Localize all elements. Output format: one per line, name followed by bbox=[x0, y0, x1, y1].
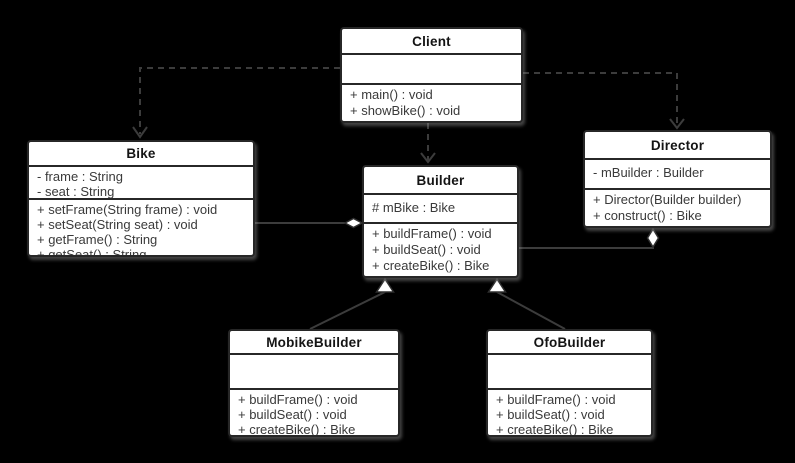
class-builder: Builder # mBike : Bike + buildFrame() : … bbox=[362, 165, 519, 278]
class-title: Director bbox=[585, 132, 770, 160]
class-client: Client + main() : void+ showBike() : voi… bbox=[340, 27, 523, 123]
open-arrow-icon bbox=[132, 126, 148, 139]
member: + getSeat() : String bbox=[37, 247, 147, 257]
open-arrow-icon bbox=[669, 118, 685, 130]
member: # mBike : Bike bbox=[372, 200, 456, 215]
hollow-diamond-icon bbox=[343, 217, 364, 229]
class-attributes: # mBike : Bike bbox=[364, 195, 517, 224]
class-attributes bbox=[230, 355, 398, 390]
member: + buildFrame() : void bbox=[372, 226, 492, 241]
hollow-diamond-icon bbox=[646, 227, 660, 249]
class-attributes bbox=[488, 355, 651, 390]
class-title: Client bbox=[342, 29, 521, 55]
class-methods: + Director(Builder builder)+ construct()… bbox=[585, 190, 770, 224]
class-methods: + buildFrame() : void+ buildSeat() : voi… bbox=[364, 224, 517, 274]
member: + showBike() : void bbox=[350, 103, 461, 118]
class-methods: + setFrame(String frame) : void+ setSeat… bbox=[29, 200, 253, 257]
class-attributes bbox=[342, 55, 521, 85]
class-methods: + main() : void+ showBike() : void bbox=[342, 85, 521, 119]
member: + createBike() : Bike bbox=[496, 422, 614, 437]
open-arrow-icon bbox=[420, 152, 436, 164]
member: + buildFrame() : void bbox=[238, 392, 358, 407]
class-methods: + buildFrame() : void+ buildSeat() : voi… bbox=[230, 390, 398, 437]
member: + createBike() : Bike bbox=[238, 422, 356, 437]
class-title: MobikeBuilder bbox=[230, 331, 398, 355]
hollow-triangle-icon bbox=[375, 277, 395, 293]
class-title: Builder bbox=[364, 167, 517, 195]
member: + buildFrame() : void bbox=[496, 392, 616, 407]
member: + buildSeat() : void bbox=[372, 242, 481, 257]
member: + construct() : Bike bbox=[593, 208, 702, 223]
member: - frame : String bbox=[37, 169, 123, 184]
class-ofobuilder: OfoBuilder + buildFrame() : void+ buildS… bbox=[486, 329, 653, 437]
member: + Director(Builder builder) bbox=[593, 192, 742, 207]
member: + createBike() : Bike bbox=[372, 258, 490, 273]
hollow-triangle-icon bbox=[487, 277, 507, 293]
member: + getFrame() : String bbox=[37, 232, 158, 247]
aggregation-builder-director-line bbox=[519, 247, 654, 249]
class-title: Bike bbox=[29, 142, 253, 167]
member: + buildSeat() : void bbox=[496, 407, 605, 422]
class-attributes: - frame : String- seat : String bbox=[29, 167, 253, 200]
class-director: Director - mBuilder : Builder + Director… bbox=[583, 130, 772, 228]
class-mobikebuilder: MobikeBuilder + buildFrame() : void+ bui… bbox=[228, 329, 400, 437]
member: - mBuilder : Builder bbox=[593, 165, 704, 180]
member: + setSeat(String seat) : void bbox=[37, 217, 198, 232]
class-attributes: - mBuilder : Builder bbox=[585, 160, 770, 190]
member: - seat : String bbox=[37, 184, 115, 199]
member: + buildSeat() : void bbox=[238, 407, 347, 422]
dependency-client-director-line bbox=[523, 72, 678, 126]
class-methods: + buildFrame() : void+ buildSeat() : voi… bbox=[488, 390, 651, 437]
generalization-mobike-builder-line bbox=[309, 291, 386, 330]
class-title: OfoBuilder bbox=[488, 331, 651, 355]
dependency-client-bike-line bbox=[139, 67, 340, 134]
class-bike: Bike - frame : String- seat : String + s… bbox=[27, 140, 255, 257]
member: + setFrame(String frame) : void bbox=[37, 202, 218, 217]
generalization-ofo-builder-line bbox=[496, 291, 566, 330]
member: + main() : void bbox=[350, 87, 433, 102]
